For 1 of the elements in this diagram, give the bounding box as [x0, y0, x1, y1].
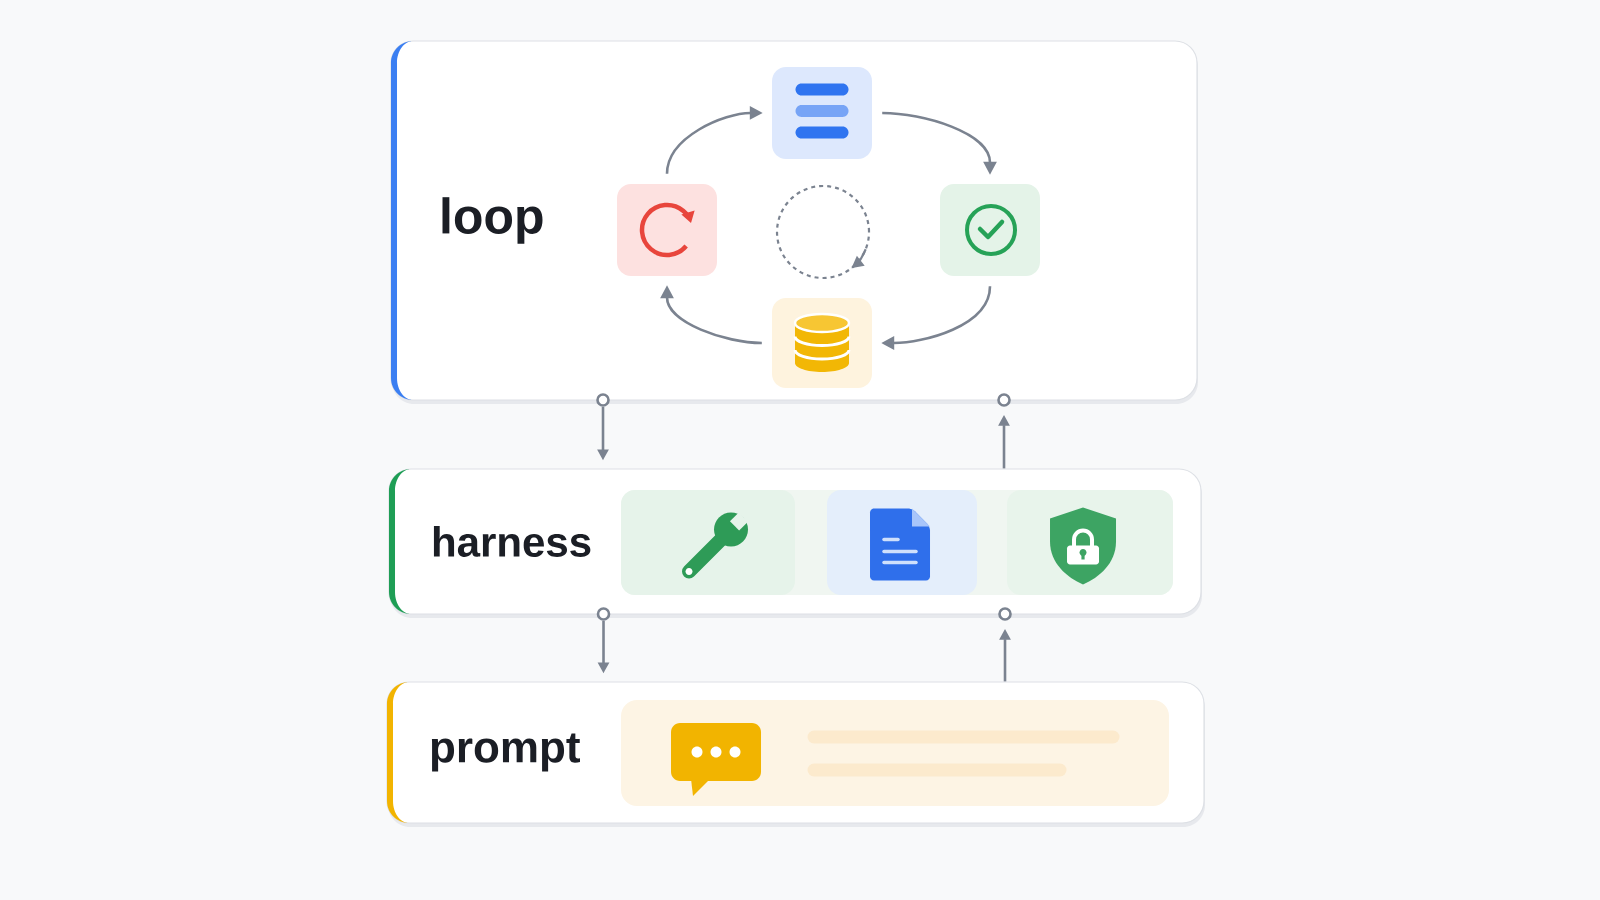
- icon-tile: [621, 490, 795, 595]
